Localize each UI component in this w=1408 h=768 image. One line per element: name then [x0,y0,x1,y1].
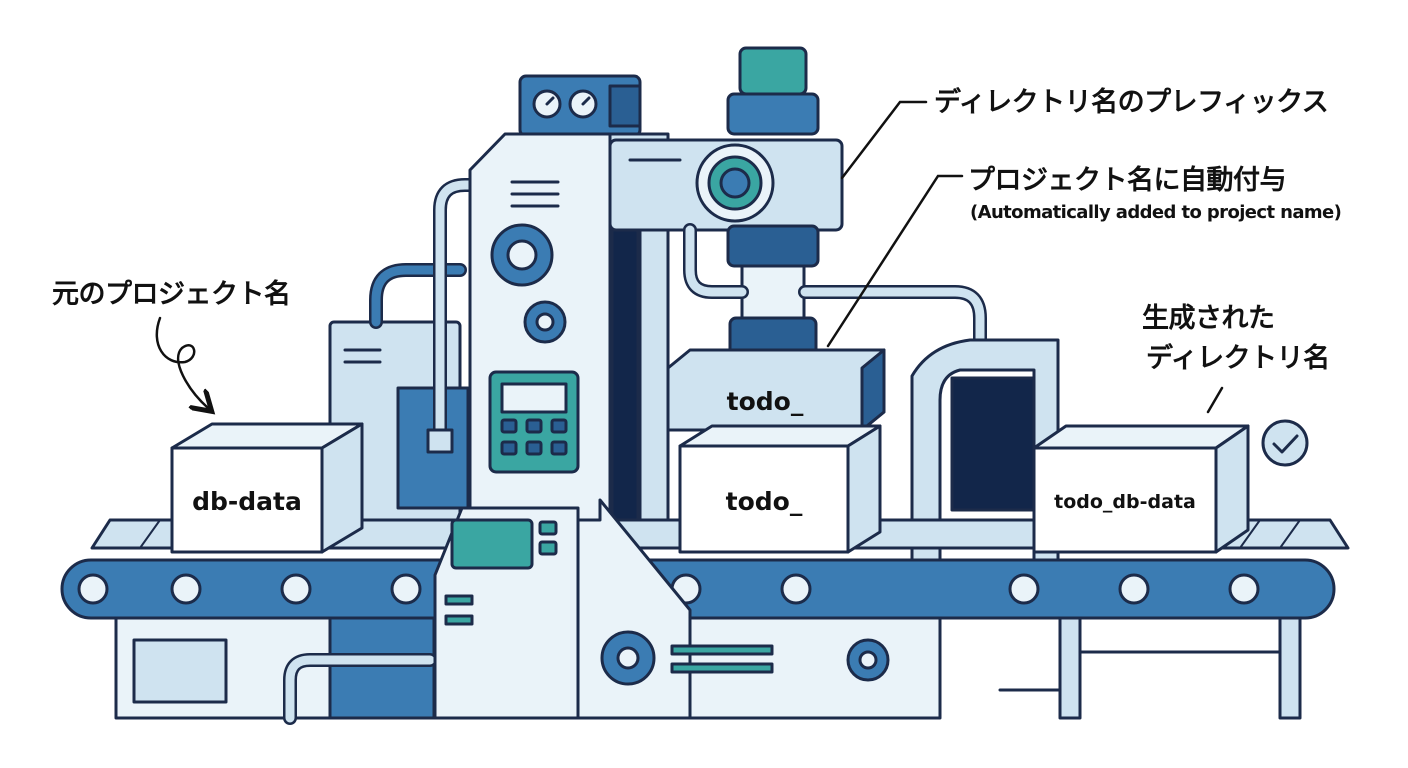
gear-icon [523,300,567,344]
roller-icon [390,573,422,605]
roller-icon [170,573,202,605]
callout-line-prefix [840,100,928,180]
gear-icon [600,630,656,686]
box-middle-text: todo_ [726,487,803,516]
label-original-name: 元のプロジェクト名 [52,279,291,310]
callout-line-generated [1206,386,1224,414]
box-output-text: todo_db-data [1054,491,1196,513]
pipe-right [798,285,987,352]
gear-icon [846,638,890,682]
roller-icon [280,573,312,605]
gear-icon [490,223,554,287]
roller-icon [1228,573,1260,605]
label-generated-line1: 生成された [1142,303,1275,334]
label-prefix: ディレクトリ名のプレフィックス [934,87,1329,118]
box-input-text: db-data [192,487,302,516]
box-input [170,422,364,554]
stamp-text: todo_ [727,387,804,416]
label-auto-added-en: (Automatically added to project name) [970,202,1342,223]
box-output [1032,424,1250,554]
roller-icon [1118,573,1150,605]
label-auto-added: プロジェクト名に自動付与 [968,165,1287,196]
callout-line-auto [826,174,964,348]
check-icon [1261,419,1309,467]
roller-icon [780,573,812,605]
roller-icon [77,573,109,605]
roller-icon [1008,573,1040,605]
callout-arrow-original [155,316,208,408]
box-middle [678,424,882,554]
label-generated-line2: ディレクトリ名 [1146,343,1330,374]
